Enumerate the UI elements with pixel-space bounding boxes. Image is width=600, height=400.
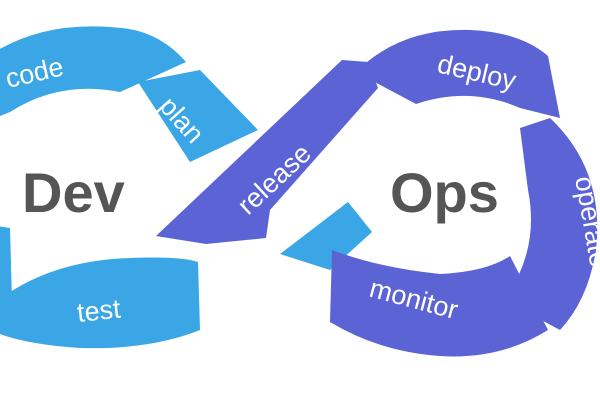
code-segment bbox=[0, 26, 186, 116]
stage-label-test: test bbox=[75, 294, 122, 328]
ops-loop bbox=[330, 29, 598, 357]
ops-title: Ops bbox=[390, 161, 499, 224]
release-segment bbox=[156, 60, 378, 244]
dev-connector-arrow bbox=[280, 202, 372, 270]
test-segment bbox=[0, 257, 200, 349]
plan-segment bbox=[138, 70, 258, 162]
dev-left-edge bbox=[0, 226, 12, 303]
monitor-segment bbox=[330, 250, 548, 357]
dev-title: Dev bbox=[22, 161, 125, 224]
dev-loop bbox=[0, 26, 372, 349]
operate-segment bbox=[504, 118, 598, 330]
deploy-segment bbox=[356, 29, 560, 119]
